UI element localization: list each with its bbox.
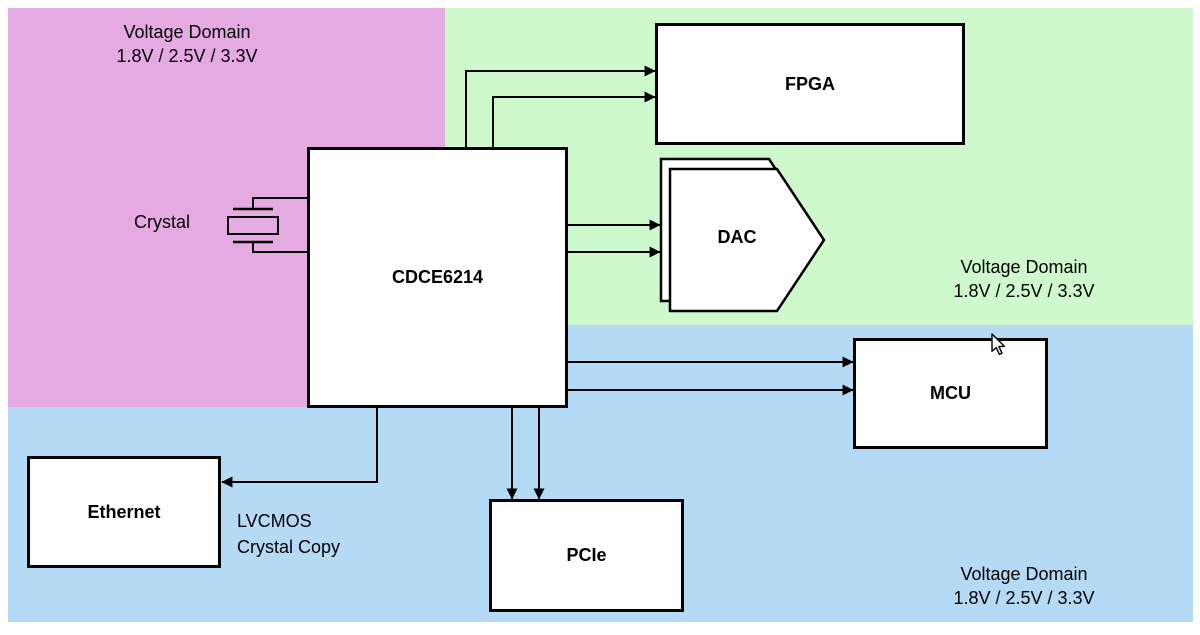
mcu-block: MCU (853, 338, 1048, 449)
lvcmos-crystal-copy-label: LVCMOS Crystal Copy (237, 508, 417, 560)
ethernet-block: Ethernet (27, 456, 221, 568)
voltage-domain-green-label-line1: Voltage Domain (960, 257, 1088, 277)
mcu-block-label: MCU (930, 383, 971, 403)
lvcmos-label-line2: Crystal Copy (237, 537, 341, 557)
voltage-domain-pink-label: Voltage Domain 1.8V / 2.5V / 3.3V (37, 20, 337, 68)
voltage-domain-pink-label-line1: Voltage Domain (123, 22, 251, 42)
crystal-label: Crystal (133, 212, 190, 232)
pcie-block: PCIe (489, 499, 684, 612)
voltage-domain-green-label-line2: 1.8V / 2.5V / 3.3V (953, 281, 1095, 301)
cdce6214-block-label: CDCE6214 (391, 267, 484, 287)
voltage-domain-blue-label-line1: Voltage Domain (960, 564, 1088, 584)
pcie-block-label: PCIe (566, 545, 607, 565)
voltage-domain-pink-label-line2: 1.8V / 2.5V / 3.3V (116, 46, 258, 66)
voltage-domain-green-label: Voltage Domain 1.8V / 2.5V / 3.3V (874, 255, 1174, 303)
fpga-block-label: FPGA (784, 73, 835, 94)
ethernet-block-label: Ethernet (87, 501, 161, 522)
dac-block-label: DAC (717, 227, 757, 247)
voltage-domain-blue-label: Voltage Domain 1.8V / 2.5V / 3.3V (874, 562, 1174, 610)
lvcmos-label-line1: LVCMOS (237, 511, 312, 531)
fpga-block: FPGA (655, 23, 965, 145)
cdce6214-block: CDCE6214 (307, 147, 568, 408)
voltage-domain-blue-label-line2: 1.8V / 2.5V / 3.3V (953, 588, 1095, 608)
